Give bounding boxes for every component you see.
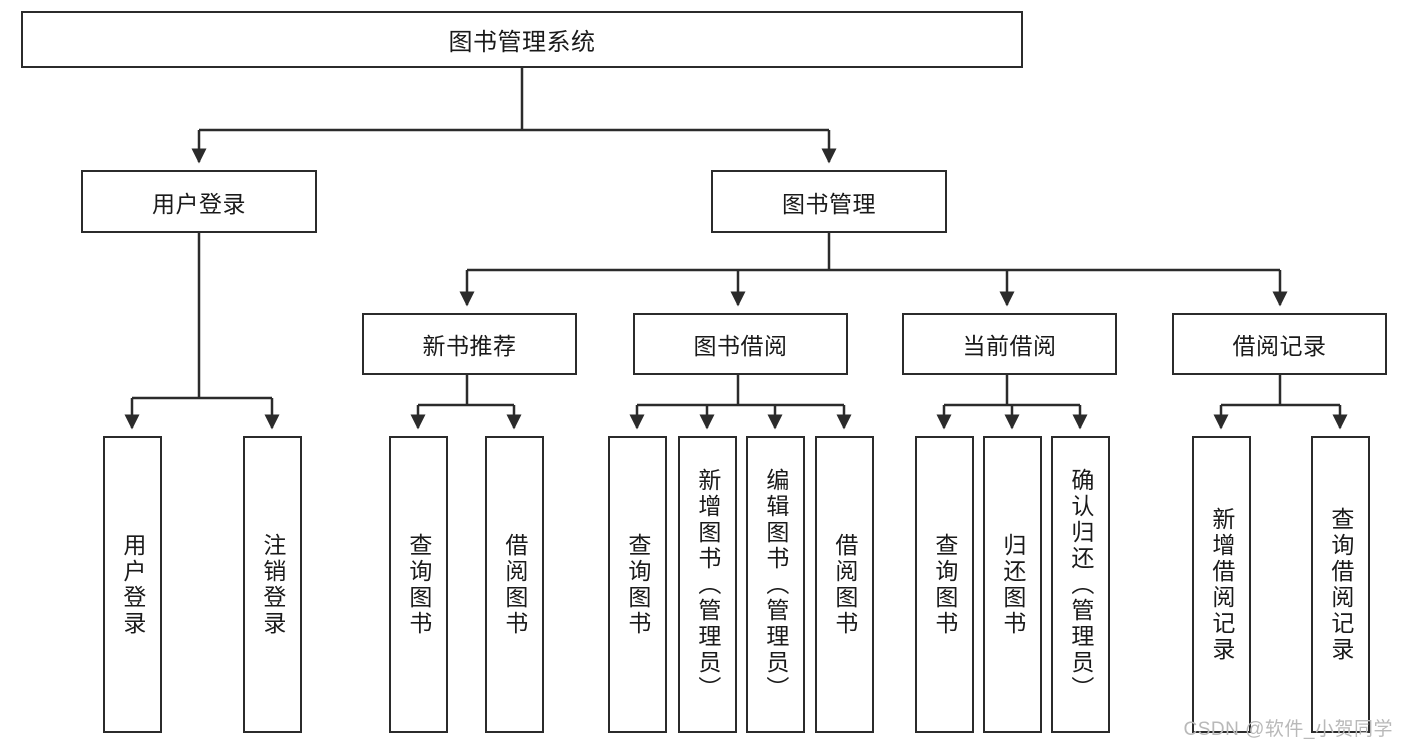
node-leaf-label: 确认归还（管理员） (1067, 467, 1094, 702)
node-level3-borrow-record[interactable]: 借阅记录 (1172, 313, 1387, 375)
node-leaf-label: 查询图书 (931, 532, 958, 637)
node-leaf-2[interactable]: 查询图书 (389, 436, 448, 733)
node-leaf-label: 查询借阅记录 (1327, 506, 1354, 663)
node-leaf-label: 查询图书 (405, 532, 432, 637)
watermark-text: CSDN @软件_小贺同学 (1183, 719, 1393, 740)
node-leaf-10[interactable]: 确认归还（管理员） (1051, 436, 1110, 733)
node-leaf-label: 归还图书 (999, 532, 1026, 637)
node-leaf-1[interactable]: 注销登录 (243, 436, 302, 733)
node-leaf-5[interactable]: 新增图书（管理员） (678, 436, 737, 733)
node-leaf-label: 新增图书（管理员） (694, 467, 721, 702)
node-level3-book-borrow[interactable]: 图书借阅 (633, 313, 848, 375)
node-level2-user-login[interactable]: 用户登录 (81, 170, 317, 233)
node-leaf-label: 编辑图书（管理员） (762, 467, 789, 702)
node-leaf-label: 用户登录 (119, 532, 146, 637)
node-leaf-9[interactable]: 归还图书 (983, 436, 1042, 733)
node-leaf-0[interactable]: 用户登录 (103, 436, 162, 733)
node-leaf-6[interactable]: 编辑图书（管理员） (746, 436, 805, 733)
node-leaf-4[interactable]: 查询图书 (608, 436, 667, 733)
node-leaf-label: 新增借阅记录 (1208, 506, 1235, 663)
node-level3-current-borrow[interactable]: 当前借阅 (902, 313, 1117, 375)
node-leaf-7[interactable]: 借阅图书 (815, 436, 874, 733)
node-leaf-3[interactable]: 借阅图书 (485, 436, 544, 733)
node-leaf-label: 查询图书 (624, 532, 651, 637)
node-leaf-11[interactable]: 新增借阅记录 (1192, 436, 1251, 733)
node-leaf-label: 借阅图书 (831, 532, 858, 637)
node-level2-book-management[interactable]: 图书管理 (711, 170, 947, 233)
node-leaf-8[interactable]: 查询图书 (915, 436, 974, 733)
node-level3-new-book-recommend[interactable]: 新书推荐 (362, 313, 577, 375)
node-leaf-label: 注销登录 (259, 532, 286, 637)
node-leaf-label: 借阅图书 (501, 532, 528, 637)
node-leaf-12[interactable]: 查询借阅记录 (1311, 436, 1370, 733)
node-root[interactable]: 图书管理系统 (21, 11, 1023, 68)
